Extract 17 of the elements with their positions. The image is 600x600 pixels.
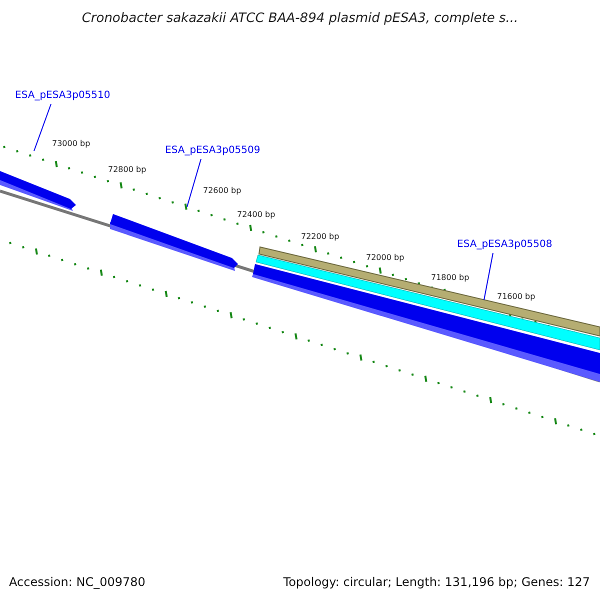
gene-label: ESA_pESA3p05508 [457, 240, 552, 250]
leader-line [186, 158, 202, 208]
scale-label: 72000 bp [366, 254, 404, 262]
leader-line [34, 104, 52, 152]
scale-label: 73000 bp [52, 140, 90, 148]
title: Cronobacter sakazakii ATCC BAA-894 plasmid pESA3, complete s... [82, 12, 518, 25]
scale-label: 72400 bp [237, 211, 276, 219]
accession-text: Accession: NC_009780 [9, 576, 146, 588]
leader-line [484, 252, 494, 300]
gene-label: ESA_pESA3p05509 [165, 146, 260, 156]
scale-label: 72600 bp [203, 187, 242, 195]
scale-label: 72800 bp [108, 166, 146, 174]
scale-label: 71600 bp [497, 293, 536, 301]
gene-label: ESA_pESA3p05510 [15, 91, 110, 101]
scale-label: 71800 bp [431, 274, 470, 282]
scale-label: 72200 bp [301, 233, 340, 241]
summary-text: Topology: circular; Length: 131,196 bp; Genes: 127 [283, 576, 590, 588]
